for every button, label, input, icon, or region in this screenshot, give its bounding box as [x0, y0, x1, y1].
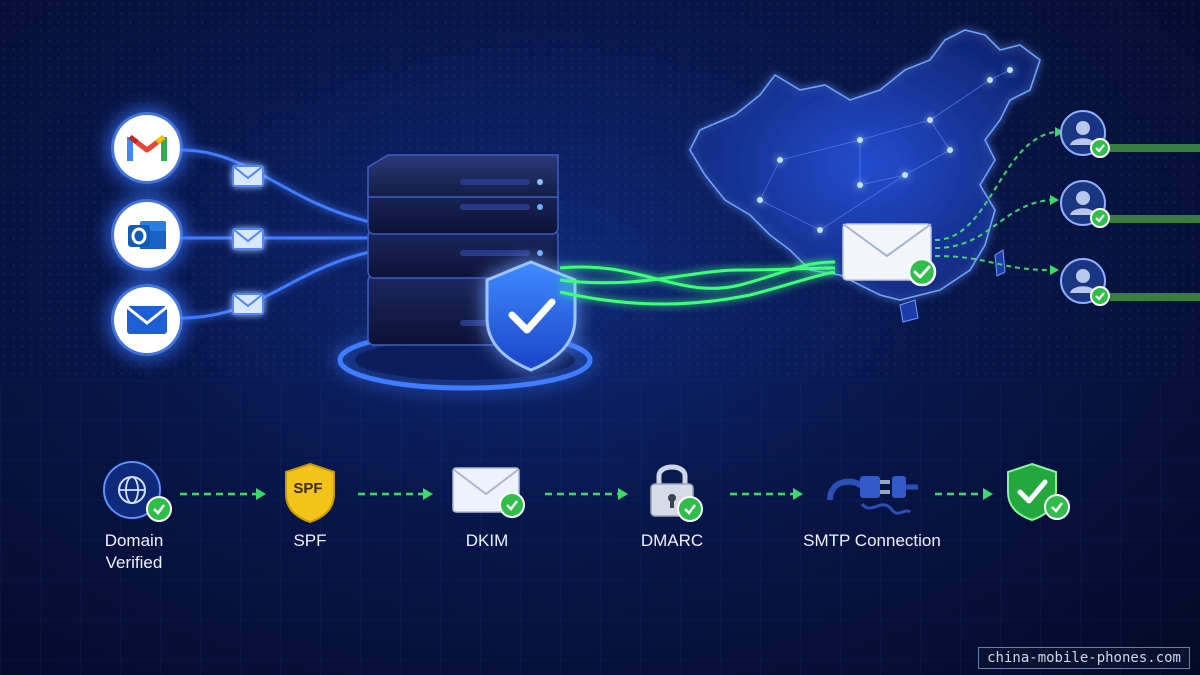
outlook-icon — [114, 202, 180, 268]
spf-badge-text: SPF — [293, 480, 323, 497]
step-spf: SPF SPF — [230, 460, 390, 552]
step-label: DMARC — [640, 531, 704, 550]
check-icon — [146, 496, 172, 522]
delivered-envelope — [842, 223, 937, 287]
map-city-nodes — [757, 67, 1013, 233]
recipient-bars — [1110, 144, 1200, 301]
step-label: Verified — [105, 553, 163, 572]
incoming-flow-lines — [179, 148, 371, 320]
step-label: SMTP Connection — [803, 531, 941, 550]
recipient-dashed-lines — [934, 131, 1056, 271]
recipient-1 — [1058, 108, 1112, 167]
check-icon — [1044, 494, 1070, 520]
outgoing-green-flow — [559, 260, 836, 306]
user-icon — [1060, 258, 1110, 306]
step-verified-shield — [952, 460, 1112, 524]
step-domain-verified: Domain Verified — [54, 460, 214, 574]
user-icon — [1060, 110, 1110, 158]
map-network-lines — [759, 69, 1011, 231]
step-dkim: DKIM — [407, 460, 567, 552]
mail-icon — [114, 287, 180, 353]
plug-icon — [827, 476, 918, 515]
china-map — [689, 29, 1041, 301]
grid-floor — [0, 380, 1200, 675]
step-label: DKIM — [465, 531, 509, 550]
user-icon — [1060, 180, 1110, 228]
step-label: SPF — [293, 531, 327, 550]
watermark: china-mobile-phones.com — [978, 647, 1190, 669]
flow-envelopes — [232, 165, 264, 315]
check-icon — [499, 492, 525, 518]
recipient-2 — [1058, 178, 1112, 237]
security-shield — [485, 260, 577, 372]
step-dmarc: DMARC — [592, 460, 752, 552]
spf-shield-icon — [285, 462, 335, 524]
gmail-icon — [114, 115, 180, 181]
step-smtp-connection: SMTP Connection — [792, 460, 952, 552]
step-label: Domain — [104, 531, 164, 550]
check-icon — [677, 496, 703, 522]
recipient-3 — [1058, 256, 1112, 315]
